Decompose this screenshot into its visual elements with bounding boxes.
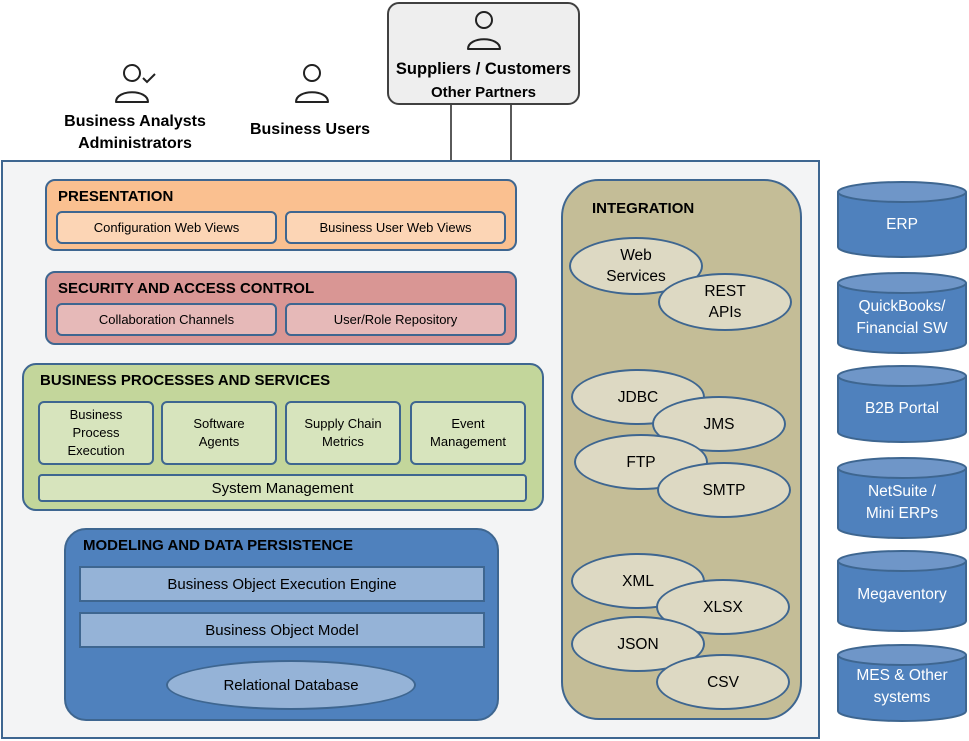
modeling-title: MODELING AND DATA PERSISTENCE: [83, 537, 354, 554]
presentation-layer: PRESENTATION Configuration Web Views Bus…: [45, 179, 517, 251]
user-role-repository: User/Role Repository: [285, 303, 506, 336]
security-title: SECURITY AND ACCESS CONTROL: [58, 280, 315, 297]
business-process-execution: Business Process Execution: [38, 401, 154, 465]
user-icon: [295, 64, 329, 103]
quickbooks-line1: QuickBooks/: [858, 298, 946, 315]
business-user-web-views: Business User Web Views: [285, 211, 506, 244]
collaboration-channels: Collaboration Channels: [56, 303, 277, 336]
bpe-line1: Business: [69, 407, 123, 422]
csv: CSV: [656, 654, 790, 710]
integration-title: INTEGRATION: [592, 200, 695, 217]
partners-title: Suppliers / Customers: [395, 60, 572, 78]
database-cylinder-icon: [837, 365, 967, 443]
configuration-web-views: Configuration Web Views: [56, 211, 277, 244]
analyst-label-line1: Business Analysts: [64, 113, 206, 130]
web-services-line1: Web: [620, 247, 652, 264]
em-line2: Management: [430, 434, 506, 449]
system-management: System Management: [38, 474, 527, 502]
b2b-portal-system: B2B Portal: [836, 364, 968, 444]
quickbooks-system: QuickBooks/ Financial SW: [836, 271, 968, 355]
business-users-label: Business Users: [249, 121, 371, 138]
mes-line2: systems: [873, 689, 931, 706]
bpe-line2: Process: [72, 425, 120, 440]
netsuite-system: NetSuite / Mini ERPs: [836, 456, 968, 540]
erp-line1: ERP: [886, 216, 918, 233]
event-management: Event Management: [410, 401, 526, 465]
megaventory-system: Megaventory: [836, 549, 968, 633]
business-object-model: Business Object Model: [79, 612, 485, 648]
partner-connectors: [450, 104, 512, 160]
netsuite-line1: NetSuite /: [867, 483, 937, 500]
megaventory-line1: Megaventory: [857, 586, 947, 603]
smtp: SMTP: [657, 462, 791, 518]
business-processes-title: BUSINESS PROCESSES AND SERVICES: [40, 372, 331, 389]
web-services-line2: Services: [606, 268, 666, 285]
software-agents: Software Agents: [161, 401, 277, 465]
bpe-line3: Execution: [67, 443, 125, 458]
quickbooks-line2: Financial SW: [856, 320, 948, 337]
user-icon: [467, 11, 501, 50]
erp-label: ERP: [836, 214, 968, 236]
netsuite-line2: Mini ERPs: [865, 505, 939, 522]
partners-subtitle: Other Partners: [430, 84, 537, 101]
quickbooks-label: QuickBooks/ Financial SW: [836, 296, 968, 340]
megaventory-label: Megaventory: [836, 584, 968, 606]
web-services: Web Services: [569, 237, 703, 295]
rest-apis-line1: REST: [704, 283, 746, 300]
rest-apis: REST APIs: [658, 273, 792, 331]
user-check-icon: [115, 64, 156, 103]
business-object-execution-engine: Business Object Execution Engine: [79, 566, 485, 602]
sa-line1: Software: [193, 416, 245, 431]
sa-line2: Agents: [198, 434, 240, 449]
modeling-layer: MODELING AND DATA PERSISTENCE Business O…: [64, 528, 499, 721]
scm-line1: Supply Chain: [304, 416, 382, 431]
b2b-portal-label: B2B Portal: [836, 398, 968, 420]
relational-database: Relational Database: [166, 660, 416, 710]
mes-line1: MES & Other: [856, 667, 948, 684]
database-cylinder-icon: [837, 272, 967, 354]
database-cylinder-icon: [837, 457, 967, 539]
b2b-portal-line1: B2B Portal: [864, 400, 940, 417]
mes-label: MES & Other systems: [836, 665, 968, 709]
security-layer: SECURITY AND ACCESS CONTROL Collaboratio…: [45, 271, 517, 345]
integration-layer: INTEGRATION Web Services REST APIs JDBC …: [561, 179, 802, 720]
analyst-label-line2: Administrators: [78, 135, 192, 152]
presentation-title: PRESENTATION: [58, 188, 174, 205]
mes-system: MES & Other systems: [836, 643, 968, 723]
erp-system: ERP: [836, 180, 968, 259]
partners-box: Suppliers / Customers Other Partners: [387, 2, 580, 105]
database-cylinder-icon: [837, 550, 967, 632]
supply-chain-metrics: Supply Chain Metrics: [285, 401, 401, 465]
database-cylinder-icon: [837, 181, 967, 258]
rest-apis-line2: APIs: [708, 304, 742, 321]
em-line1: Event: [451, 416, 485, 431]
scm-line2: Metrics: [322, 434, 364, 449]
business-processes-layer: BUSINESS PROCESSES AND SERVICES Business…: [22, 363, 544, 511]
netsuite-label: NetSuite / Mini ERPs: [836, 481, 968, 525]
database-cylinder-icon: [837, 644, 967, 722]
